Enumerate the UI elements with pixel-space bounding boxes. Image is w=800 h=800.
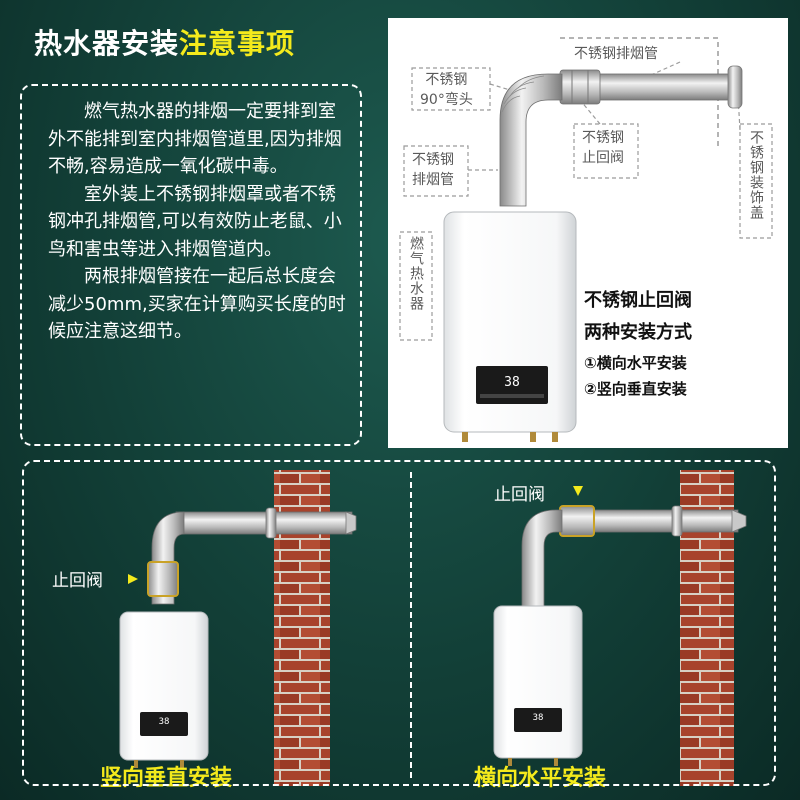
callout-check-valve: 不锈钢 止回阀: [582, 128, 624, 168]
note-paragraph-1: 燃气热水器的排烟一定要排到室外不能排到室内排烟管道里,因为排烟不畅,容易造成一氧…: [48, 101, 342, 177]
heater-top: 38: [443, 211, 577, 442]
title-highlight: 注意事项: [179, 27, 296, 60]
right-caption: 横向水平安装: [474, 766, 607, 791]
bottom-box: [22, 460, 776, 786]
install-method-1: ①横向水平安装: [584, 354, 687, 372]
heater-temp-top: 38: [504, 375, 520, 390]
callout-cover: 不锈钢装饰盖: [748, 130, 764, 220]
notes-text: 燃气热水器的排烟一定要排到室外不能排到室内排烟管道里,因为排烟不畅,容易造成一氧…: [48, 98, 348, 346]
install-method-2: ②竖向垂直安装: [584, 380, 687, 398]
callout-exhaust-line1: 不锈钢: [412, 152, 454, 168]
heater-left: 38: [119, 611, 209, 768]
notes-box: [20, 84, 362, 446]
install-heading-1: 不锈钢止回阀: [584, 290, 692, 311]
left-caption: 竖向垂直安装: [100, 766, 233, 791]
bottom-divider: [410, 472, 412, 778]
callout-exhaust: 不锈钢 排烟管: [412, 150, 454, 190]
install-info: 不锈钢止回阀 两种安装方式 ①横向水平安装 ②竖向垂直安装: [580, 282, 780, 404]
callout-elbow: 不锈钢 90°弯头: [420, 70, 473, 110]
heater-temp-right: 38: [533, 713, 544, 723]
right-valve-label: 止回阀: [494, 485, 545, 505]
note-paragraph-3: 两根排烟管接在一起后总长度会减少50mm,买家在计算购买长度的时候应注意这细节。: [48, 266, 346, 342]
callout-pipe: 不锈钢排烟管: [574, 46, 658, 62]
note-paragraph-2: 室外装上不锈钢排烟罩或者不锈钢冲孔排烟管,可以有效防止老鼠、小鸟和害虫等进入排烟…: [48, 183, 342, 260]
heater-temp-left: 38: [159, 717, 170, 727]
callout-elbow-line2: 90°弯头: [420, 92, 473, 108]
callout-check-valve-line2: 止回阀: [582, 150, 624, 166]
callout-check-valve-line1: 不锈钢: [582, 130, 624, 146]
callout-elbow-line1: 不锈钢: [425, 72, 468, 88]
page-title: 热水器安装注意事项: [34, 22, 295, 62]
title-normal: 热水器安装: [34, 27, 180, 60]
callout-heater: 燃气热水器: [408, 236, 424, 311]
heater-right: 38: [493, 605, 583, 766]
callout-exhaust-line2: 排烟管: [412, 172, 454, 188]
left-valve-label: 止回阀: [52, 571, 103, 591]
install-heading-2: 两种安装方式: [584, 322, 692, 343]
